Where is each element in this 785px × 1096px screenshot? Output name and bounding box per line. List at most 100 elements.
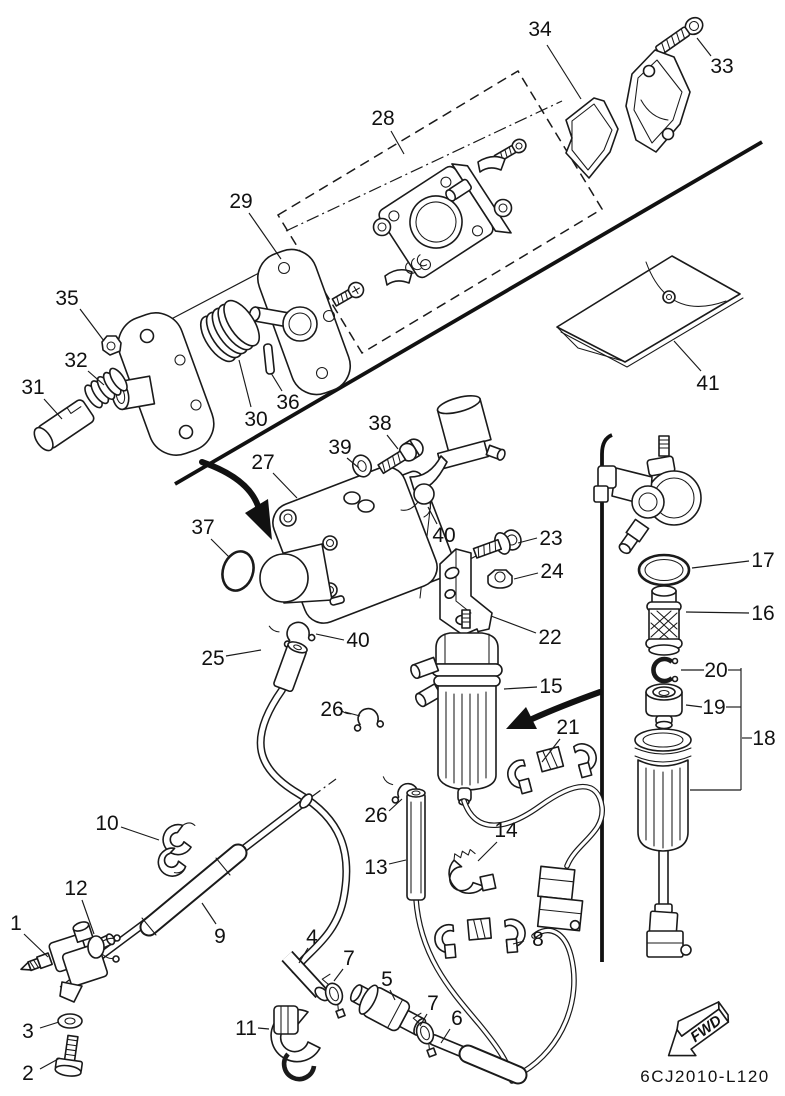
callout-40: 40 <box>346 629 369 652</box>
pointer-arrow-right <box>506 689 603 729</box>
pointer-arrow-left <box>199 459 272 540</box>
breather-cover <box>625 49 691 153</box>
filter-cup-18 <box>634 728 692 958</box>
callout-leader-1 <box>23 933 49 958</box>
nut-28b <box>372 217 392 237</box>
callout-37: 37 <box>191 516 214 539</box>
callout-leader-36 <box>270 372 283 392</box>
hose-25 <box>256 641 351 974</box>
circlip-20 <box>651 656 679 684</box>
spring-28 <box>405 254 428 274</box>
callout-leader-38 <box>386 434 399 450</box>
callout-leader-40 <box>427 506 438 525</box>
callout-4: 4 <box>306 926 318 949</box>
callout-leader-5 <box>389 989 396 1001</box>
callout-leader-4 <box>298 947 309 964</box>
nut-28a <box>493 198 513 218</box>
callout-36: 36 <box>276 391 299 414</box>
clip-40a <box>400 483 435 518</box>
lever-28b <box>384 268 413 286</box>
callout-26: 26 <box>320 698 343 721</box>
bolt-2 <box>54 1034 84 1077</box>
filter-element-16 <box>645 585 683 656</box>
hose-filter-to-connector <box>461 783 605 869</box>
lever-28a <box>477 155 506 173</box>
callout-38: 38 <box>368 412 391 435</box>
gasket-34 <box>565 97 619 179</box>
bracket-22 <box>439 548 493 644</box>
bolt-38 <box>377 438 424 475</box>
callout-leader-7 <box>419 1013 428 1027</box>
callout-leader-15 <box>503 686 538 690</box>
callout-27: 27 <box>251 451 274 474</box>
elbow-fitting <box>409 395 506 491</box>
hose-clamp-21 <box>507 743 597 795</box>
clamp-holder-11 <box>270 1005 321 1082</box>
plug-31 <box>33 399 95 452</box>
callout-7: 7 <box>427 992 439 1015</box>
callout-leader-17 <box>691 560 750 569</box>
callout-35: 35 <box>55 287 78 310</box>
nut-19 <box>645 683 683 730</box>
callout-leader-27 <box>272 472 298 499</box>
valve-flange-29 <box>248 248 351 396</box>
callout-leader-21 <box>541 738 561 763</box>
hose-clamp-14 <box>448 848 497 895</box>
callout-8: 8 <box>532 928 544 951</box>
callout-leader-39 <box>346 457 360 469</box>
callout-leader-2 <box>39 1057 61 1070</box>
callout-leader-40 <box>315 633 345 641</box>
callout-9: 9 <box>214 925 226 948</box>
callout-23: 23 <box>539 527 562 550</box>
callout-17: 17 <box>751 549 774 572</box>
callout-2: 2 <box>22 1062 34 1085</box>
callout-32: 32 <box>64 349 87 372</box>
callout-25: 25 <box>201 647 224 670</box>
callout-31: 31 <box>21 376 44 399</box>
fwd-arrow: FWD <box>667 1001 730 1057</box>
callout-leader-31 <box>43 398 63 420</box>
callout-leader-10 <box>120 826 160 841</box>
hose-clamp-7a <box>321 973 346 1019</box>
oring-17 <box>637 553 691 587</box>
clip-10 <box>157 822 196 877</box>
callout-6: 6 <box>451 1007 463 1030</box>
bolt-33 <box>655 16 704 56</box>
hose-6 <box>428 927 577 1085</box>
callout-leader-30 <box>238 359 252 408</box>
callout-leader-34 <box>546 44 582 100</box>
callout-10: 10 <box>95 812 118 835</box>
callout-leader-19 <box>685 704 703 708</box>
oring-37 <box>221 550 255 592</box>
callout-19: 19 <box>702 696 725 719</box>
clip-12 <box>87 934 121 963</box>
callout-15: 15 <box>539 675 562 698</box>
spring-30 <box>199 299 261 363</box>
callout-leader-28 <box>390 130 405 155</box>
callout-1: 1 <box>10 912 22 935</box>
callout-5: 5 <box>381 968 393 991</box>
callout-7: 7 <box>343 947 355 970</box>
callout-leader-32 <box>87 370 105 386</box>
reference-column-divider <box>600 433 613 962</box>
callout-leader-9 <box>201 902 217 925</box>
callout-33: 33 <box>710 55 733 78</box>
callout-11: 11 <box>235 1017 257 1040</box>
hose-4 <box>281 950 330 1002</box>
diagram-code: 6CJ2010-L120 <box>640 1067 770 1086</box>
callout-layer: 3433282935323130362737393840402324221541… <box>10 18 776 1085</box>
fuel-joint-1 <box>20 921 116 1003</box>
callout-28: 28 <box>371 107 394 130</box>
callout-leader-14 <box>477 841 498 862</box>
hose-clamp-7b <box>412 1012 437 1058</box>
callout-leader-16 <box>685 611 750 614</box>
washer-3 <box>57 1013 83 1029</box>
callout-39: 39 <box>328 436 351 459</box>
joint-5 <box>349 984 427 1036</box>
callout-12: 12 <box>64 877 87 900</box>
callout-leader-11 <box>257 1027 270 1030</box>
callout-leader-29 <box>248 212 282 260</box>
callout-14: 14 <box>494 819 518 842</box>
